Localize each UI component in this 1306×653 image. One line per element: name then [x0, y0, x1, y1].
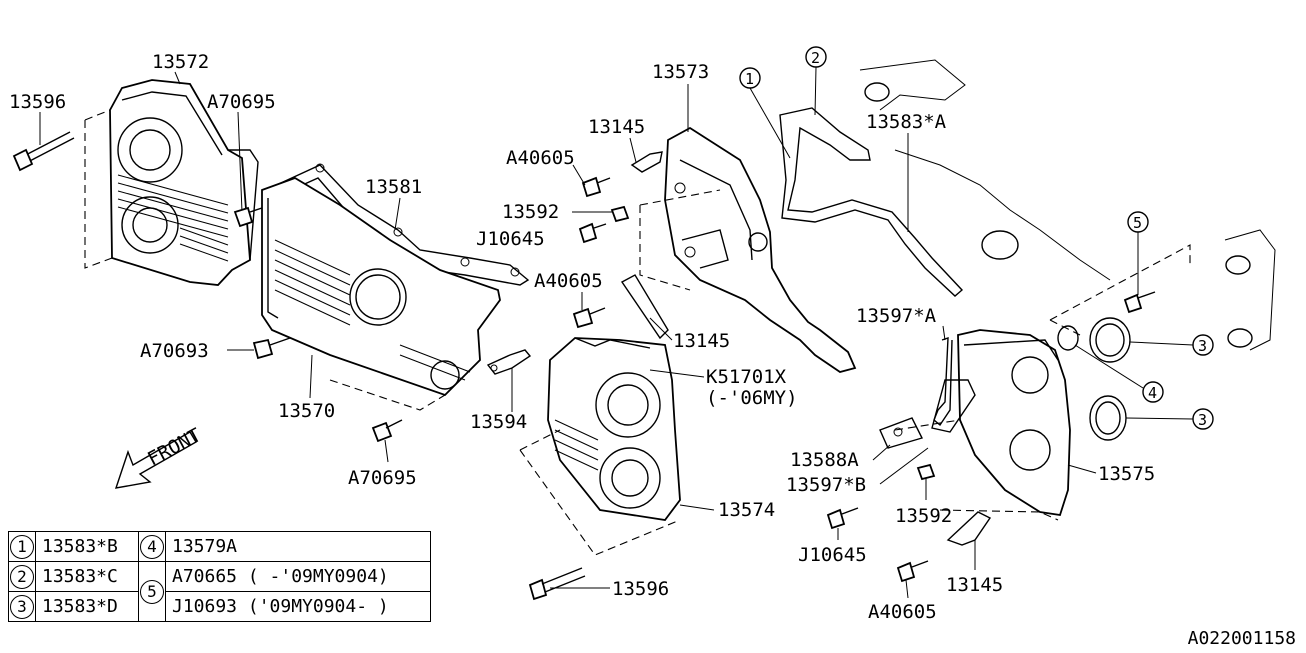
- bolt-j10645-mid: [578, 222, 607, 244]
- bolt-a40605-mid: [572, 307, 606, 329]
- seal-13583a: [779, 107, 964, 297]
- document-id: A022001158: [1187, 628, 1296, 649]
- label-13575: 13575: [1098, 463, 1155, 485]
- label-a40605-top: A40605: [506, 147, 575, 169]
- label-a70695-bottom: A70695: [348, 467, 417, 489]
- ref-circle-2: [805, 46, 827, 116]
- label-13592-mid: 13592: [502, 201, 559, 223]
- bolt-j10645-right: [826, 507, 859, 530]
- label-13572: 13572: [152, 51, 209, 73]
- nut-13592-right: [916, 463, 936, 481]
- ref-4: 4: [1148, 384, 1157, 402]
- bracket-13594: [486, 349, 532, 375]
- legend-part: 13583*B: [35, 531, 139, 562]
- gasket-13581: [268, 163, 530, 286]
- bolt-a40605-right: [896, 560, 929, 583]
- label-front: FRONT: [144, 424, 205, 470]
- legend-row: 2 13583*C 5 A70665 ( -'09MY0904): [8, 561, 431, 622]
- bolt-a70695-bottom: [371, 419, 403, 443]
- ref-circle-5: [1127, 211, 1149, 295]
- timing-belt-cover-13573: [664, 126, 857, 373]
- label-13581: 13581: [365, 176, 422, 198]
- legend-part: A70665 ( -'09MY0904): [165, 561, 431, 592]
- oil-seal-upper: [1089, 317, 1131, 363]
- legend-key: 1: [10, 534, 34, 559]
- legend-part: J10693 ('09MY0904- ): [165, 591, 431, 622]
- ref-circle-3b: [1125, 408, 1214, 430]
- bracket-13145-mid: [620, 274, 669, 340]
- label-13588a: 13588A: [790, 449, 859, 471]
- ref-3a: 3: [1198, 337, 1207, 355]
- label-13574: 13574: [718, 499, 775, 521]
- ref-circle-4: [1074, 344, 1164, 403]
- label-13594: 13594: [470, 411, 527, 433]
- nut-13592-mid: [610, 205, 630, 223]
- label-13570: 13570: [278, 400, 335, 422]
- plate-13588a: [879, 417, 924, 449]
- legend-key: 5: [140, 579, 164, 604]
- label-13592-right: 13592: [895, 505, 952, 527]
- legend-key: 4: [140, 534, 164, 559]
- timing-belt-cover-13570: [261, 177, 501, 397]
- timing-belt-cover-13575: [957, 329, 1071, 517]
- label-13145-right: 13145: [946, 574, 1003, 596]
- label-13145-mid: 13145: [673, 330, 730, 352]
- bolt-a70695-top: [233, 205, 269, 228]
- ref-circle-3a: [1129, 334, 1214, 356]
- legend-key: 2: [10, 564, 34, 589]
- bolt-ref5: [1123, 291, 1156, 314]
- bracket-13145-top: [630, 151, 663, 173]
- label-13583a: 13583*A: [866, 111, 947, 133]
- bolt-13596-top: [12, 131, 75, 172]
- label-a70693: A70693: [140, 340, 209, 362]
- timing-belt-cover-13572: [109, 79, 259, 286]
- label-13597a: 13597*A: [856, 305, 937, 327]
- label-13596-top: 13596: [9, 91, 66, 113]
- ref-1: 1: [745, 70, 754, 88]
- label-k51701x-note: (-'06MY): [706, 387, 798, 409]
- legend-part: 13579A: [165, 531, 431, 562]
- bolt-13596-bottom: [528, 567, 586, 601]
- engine-block-outline: [859, 59, 1276, 351]
- timing-belt-cover-13574: [547, 337, 681, 521]
- legend-row: 1 13583*B 4 13579A: [8, 531, 431, 562]
- label-j10645-right: J10645: [798, 544, 867, 566]
- legend-key: 3: [10, 594, 34, 619]
- bolt-a70693: [252, 337, 291, 360]
- label-a40605-mid: A40605: [534, 270, 603, 292]
- bracket-13597b: [931, 379, 976, 433]
- ref-5: 5: [1133, 214, 1142, 232]
- label-13145-top: 13145: [588, 116, 645, 138]
- label-a70695-top: A70695: [207, 91, 276, 113]
- front-arrow: [114, 431, 197, 489]
- legend-part: 13583*D: [35, 591, 139, 622]
- bolt-a40605-top: [581, 176, 611, 198]
- legend-row: 3 13583*D J10693 ('09MY0904- ): [8, 591, 431, 622]
- legend-table: 1 13583*B 4 13579A 2 13583*C 5 A70665 ( …: [8, 531, 431, 622]
- label-j10645-mid: J10645: [476, 228, 545, 250]
- bracket-13145-right: [946, 511, 992, 546]
- label-13597b: 13597*B: [786, 474, 866, 496]
- ring-13579a: [1057, 325, 1079, 351]
- legend-part: 13583*C: [35, 561, 139, 592]
- label-13596-bottom: 13596: [612, 578, 669, 600]
- label-k51701x: K51701X: [706, 366, 787, 388]
- ref-2: 2: [811, 49, 820, 67]
- ref-circle-1: [739, 67, 791, 159]
- ref-3b: 3: [1198, 411, 1207, 429]
- label-a40605-right: A40605: [868, 601, 937, 623]
- oil-seal-lower: [1089, 395, 1127, 441]
- label-13573: 13573: [652, 61, 709, 83]
